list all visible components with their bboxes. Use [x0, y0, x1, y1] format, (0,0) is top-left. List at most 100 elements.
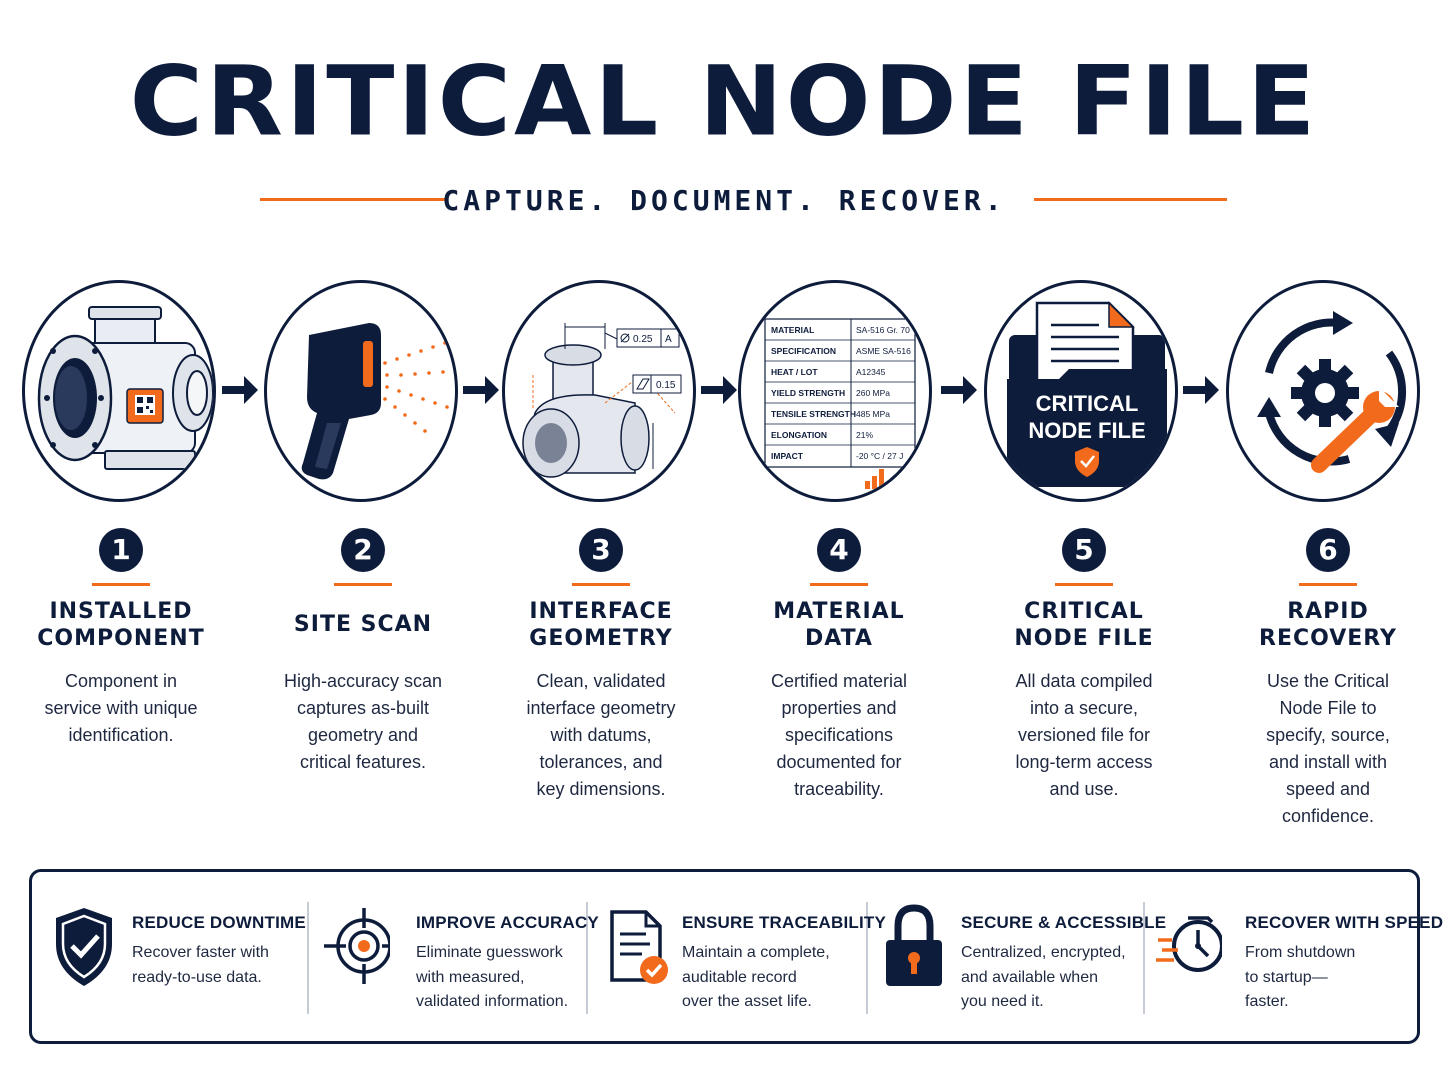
document-check-icon	[610, 910, 668, 984]
step-description-line: Node File to	[1279, 698, 1377, 718]
step-description-line: key dimensions.	[536, 779, 666, 799]
benefits-divider	[586, 902, 588, 1014]
material-property-value: -20 °C / 27 J	[856, 451, 903, 461]
fast-clock-icon	[1156, 916, 1222, 972]
step-description-line: with datums,	[550, 725, 652, 745]
material-property-value: 260 MPa	[856, 388, 890, 398]
benefit-description-line: faster.	[1245, 993, 1289, 1010]
page-subtitle: CAPTURE. DOCUMENT. RECOVER.	[442, 184, 1006, 217]
step-description-line: service with unique	[44, 698, 198, 718]
step-title-line: RECOVERY	[1259, 626, 1397, 651]
benefit-description-line: over the asset life.	[682, 993, 812, 1010]
benefit-description-line: ready-to-use data.	[132, 968, 262, 986]
material-property-label: ELONGATION	[771, 430, 827, 440]
secure-folder-icon: CRITICAL NODE FILE	[1007, 301, 1167, 487]
benefit-description-line: auditable record	[682, 968, 797, 986]
step-title-line: MATERIAL	[773, 599, 905, 624]
step-description-line: identification.	[68, 725, 174, 745]
benefit-description-line: with measured,	[416, 968, 525, 986]
benefit-title: RECOVER WITH SPEED	[1245, 913, 1444, 932]
subtitle-rule-left	[260, 198, 446, 201]
step-title-line: NODE FILE	[1014, 626, 1154, 651]
step-2-circle	[264, 280, 458, 502]
subtitle-rule-right	[1034, 198, 1227, 201]
benefit-description-line: Eliminate guesswork	[416, 944, 563, 961]
benefit-title: SECURE & ACCESSIBLE	[961, 913, 1167, 932]
step-number-badge: 6	[1306, 528, 1350, 572]
material-property-value: 21%	[856, 430, 873, 440]
step-accent-rule	[1299, 583, 1357, 586]
material-property-value: A12345	[856, 367, 886, 377]
step-5-circle: CRITICAL NODE FILE	[984, 280, 1178, 502]
benefit-description-line: Centralized, encrypted,	[961, 944, 1126, 961]
step-title-line: RAPID	[1287, 599, 1369, 624]
step-description-line: specify, source,	[1266, 725, 1390, 745]
step-accent-rule	[810, 583, 868, 586]
arrow-right-icon	[941, 376, 977, 404]
flatness-callout-value: 0.25	[633, 334, 653, 345]
step-title-line: INTERFACE	[529, 599, 673, 624]
benefit-title: REDUCE DOWNTIME	[132, 913, 306, 932]
gear-wrench-cycle-icon	[1257, 311, 1407, 473]
material-property-label: SPECIFICATION	[771, 346, 836, 356]
step-number-badge: 2	[341, 528, 385, 572]
arrow-right-icon	[701, 376, 737, 404]
step-title-line: INSTALLED	[49, 599, 193, 624]
step-description-line: and install with	[1268, 752, 1388, 772]
step-description-line: captures as-built	[296, 698, 430, 718]
cylindricity-callout-value: 0.15	[656, 380, 676, 391]
step-accent-rule	[334, 583, 392, 586]
step-1-circle	[22, 280, 216, 502]
step-description-line: All data compiled	[1015, 671, 1153, 691]
benefits-divider	[307, 902, 309, 1014]
step-number-badge: 4	[817, 528, 861, 572]
material-property-value: 485 MPa	[856, 409, 890, 419]
material-property-value: SA-516 Gr. 70	[856, 325, 910, 335]
benefit-description-line: to startup—	[1245, 968, 1328, 986]
arrow-right-icon	[463, 376, 499, 404]
padlock-icon	[886, 904, 942, 986]
benefit-description-line: validated information.	[416, 993, 569, 1010]
handheld-scanner-icon	[301, 323, 449, 480]
benefit-description: Centralized, encrypted,and available whe…	[961, 941, 1151, 1015]
folder-label-line-1: CRITICAL	[1036, 391, 1139, 416]
step-description-line: documented for	[776, 752, 902, 772]
step-accent-rule	[92, 583, 150, 586]
material-property-label: MATERIAL	[771, 325, 814, 335]
step-description-line: and use.	[1049, 779, 1119, 799]
step-description-line: Certified material	[770, 671, 908, 691]
step-description-line: Use the Critical	[1266, 671, 1390, 691]
material-property-value: ASME SA-516	[856, 346, 911, 356]
benefits-divider	[1143, 902, 1145, 1014]
target-icon	[324, 908, 390, 984]
benefit-description: Eliminate guesswork with measured, validat…	[416, 941, 606, 1015]
step-3-circle: 0.25 A 0.15	[502, 280, 696, 502]
datum-callout-label: A	[665, 334, 672, 345]
step-description-line: Component in	[64, 671, 178, 691]
material-property-label: IMPACT	[771, 451, 804, 461]
folder-label-line-2: NODE FILE	[1028, 418, 1145, 443]
step-description-line: confidence.	[1281, 806, 1375, 826]
benefit-description-line: you need it.	[961, 993, 1044, 1010]
step-accent-rule	[1055, 583, 1113, 586]
arrow-right-icon	[222, 376, 258, 404]
step-description-line: traceability.	[794, 779, 884, 799]
step-description-line: tolerances, and	[539, 752, 663, 772]
benefit-title: ENSURE TRACEABILITY	[682, 913, 887, 932]
benefits-divider	[866, 902, 868, 1014]
step-description-line: interface geometry	[526, 698, 676, 718]
step-6-circle	[1226, 280, 1420, 502]
step-title: SITE SCAN	[253, 611, 473, 638]
step-description-line: properties and	[781, 698, 897, 718]
